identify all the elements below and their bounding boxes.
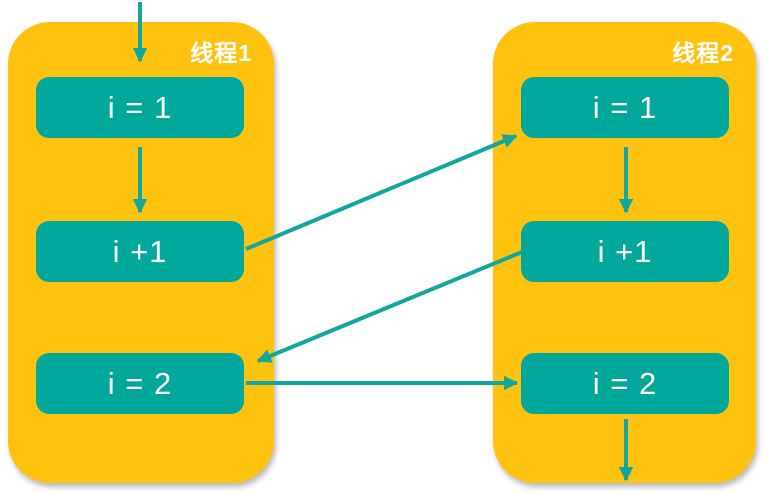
thread1-step-box-1: i = 1 [36, 77, 244, 138]
thread2-step-box-3: i = 2 [521, 353, 729, 414]
thread2-step-box-1: i = 1 [521, 77, 729, 138]
thread1-panel: 线程1 i = 1 i +1 i = 2 [8, 22, 274, 483]
thread1-step-box-3: i = 2 [36, 353, 244, 414]
arrow-thread2-step2-to-thread1-step3 [256, 250, 523, 363]
thread1-label: 线程1 [190, 40, 252, 66]
thread2-panel: 线程2 i = 1 i +1 i = 2 [493, 22, 756, 483]
thread1-step-box-2: i +1 [36, 221, 244, 282]
thread2-step-box-2: i +1 [521, 221, 729, 282]
arrow-thread1-step2-to-thread2-step1 [245, 134, 518, 251]
thread2-label: 线程2 [672, 40, 734, 66]
